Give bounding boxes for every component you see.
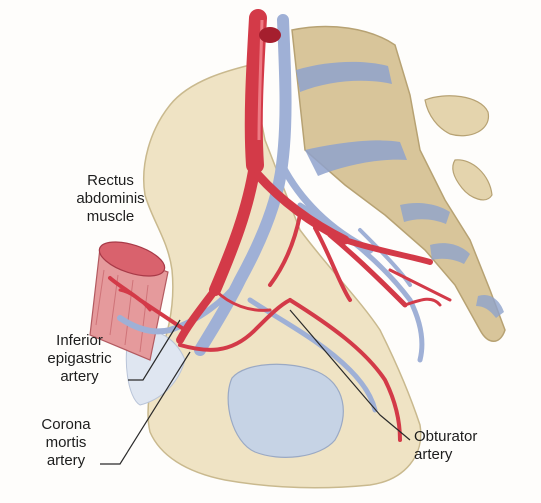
intervertebral-disc — [305, 140, 407, 176]
leader-inferior-epigastric — [128, 319, 181, 381]
label-line: Inferior — [56, 332, 103, 349]
spinous-process — [424, 95, 489, 137]
label-rectus-abdominis-muscle: Rectus abdominis muscle — [68, 172, 153, 226]
sacral-disc — [400, 202, 450, 224]
vertebral-column — [291, 25, 506, 342]
sacral-disc — [430, 243, 470, 264]
veins — [117, 14, 425, 413]
leader-lines — [100, 309, 411, 465]
label-line: Corona — [41, 416, 91, 433]
obturator-artery — [288, 298, 402, 442]
aorta-cut-end — [259, 27, 281, 43]
obturator-foramen — [227, 363, 344, 458]
label-line: artery — [46, 452, 86, 469]
label-line: abdominis — [76, 190, 145, 207]
arteries — [108, 9, 452, 442]
label-line: mortis — [45, 434, 87, 451]
lumbar-vertebrae — [291, 25, 506, 342]
label-obturator-artery: Obturator artery — [414, 428, 500, 464]
label-line: Rectus — [87, 172, 134, 189]
spinous-process — [452, 159, 493, 201]
label-line: epigastric — [47, 350, 112, 367]
aorta — [244, 9, 267, 174]
label-line: artery — [414, 446, 453, 463]
coccyx — [476, 294, 504, 318]
label-inferior-epigastric-artery: Inferior epigastric artery — [32, 332, 127, 386]
label-line: muscle — [86, 208, 135, 225]
label-line: artery — [60, 368, 99, 385]
common-iliac-artery — [209, 159, 261, 296]
corona-mortis-artery — [178, 298, 292, 352]
label-line: Obturator — [414, 428, 478, 445]
leader-corona-mortis — [100, 351, 191, 465]
leader-obturator — [289, 309, 411, 441]
intervertebral-disc — [296, 61, 392, 92]
label-corona-mortis-artery: Corona mortis artery — [32, 416, 100, 470]
